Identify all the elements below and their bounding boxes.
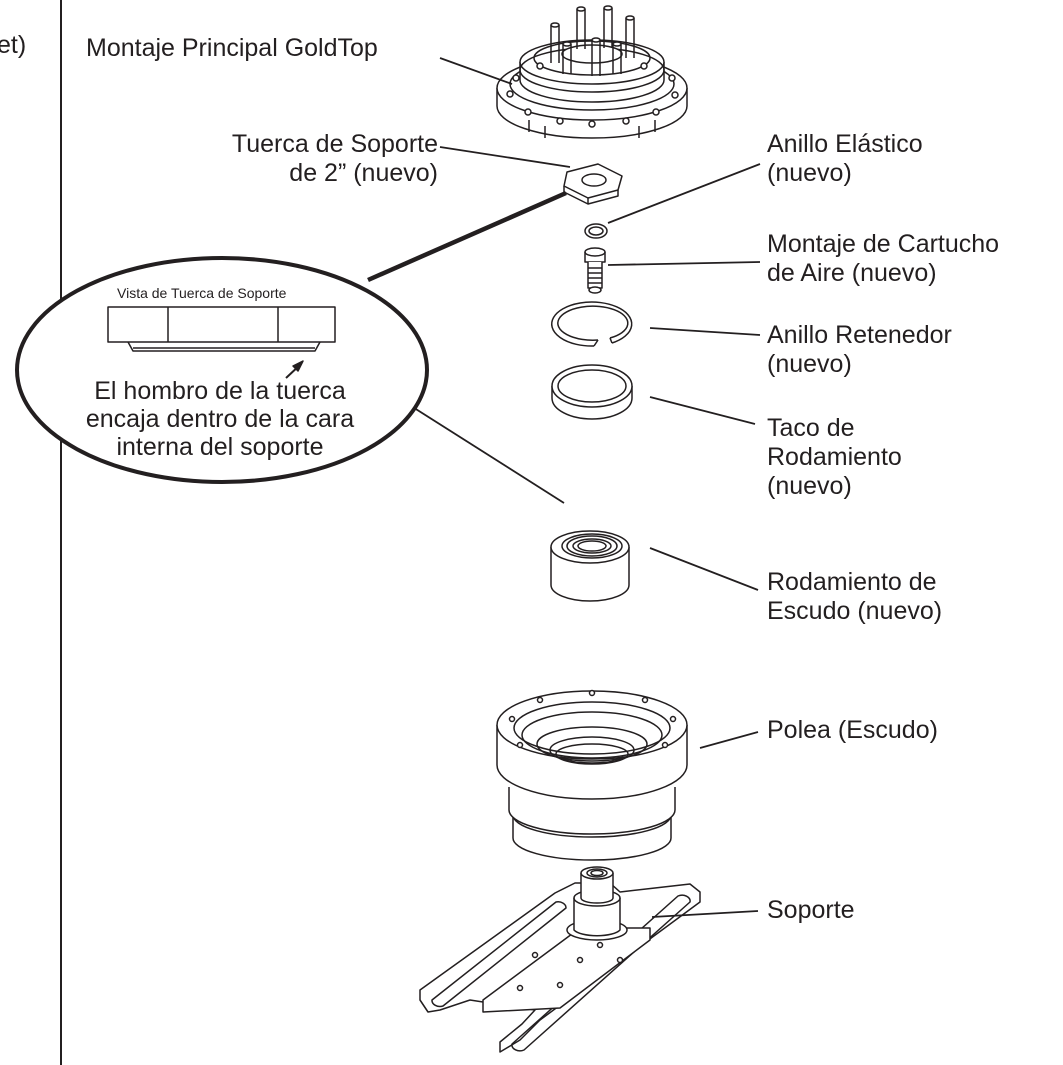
main-assembly-part (496, 5, 688, 139)
bearing-spacer-part (551, 364, 633, 420)
inset-note-line: interna del soporte (116, 433, 324, 461)
inset-pointer-line (367, 190, 567, 283)
support-nut-part (563, 163, 623, 205)
inset-note-line: encaja dentro de la cara (85, 405, 355, 433)
label-line: Anillo Retenedor (767, 321, 952, 349)
pulley-part (496, 689, 688, 861)
snap-ring-part (584, 223, 608, 239)
inset-note-line: El hombro de la tuerca (94, 377, 346, 405)
label-support-nut: Tuerca de Soporte de 2” (nuevo) (150, 130, 438, 188)
label-shield-bearing: Rodamiento de Escudo (nuevo) (767, 568, 942, 626)
retaining-ring-part (551, 301, 633, 347)
label-line: (nuevo) (767, 472, 852, 500)
support-part (419, 866, 701, 1053)
label-line: Anillo Elástico (767, 130, 923, 158)
label-line: Rodamiento (767, 443, 902, 471)
label-line: Montaje de Cartucho (767, 230, 1000, 258)
label-bearing-spacer: Taco de Rodamiento (nuevo) (767, 414, 902, 501)
label-air-cartridge: Montaje de Cartucho de Aire (nuevo) (767, 230, 999, 288)
label-line: de 2” (nuevo) (289, 159, 438, 187)
page-fragment: et) (0, 31, 27, 59)
label-pulley: Polea (Escudo) (767, 716, 938, 744)
label-line: Escudo (nuevo) (767, 597, 943, 625)
inset-title: Vista de Tuerca de Soporte (117, 285, 287, 301)
label-line: de Aire (nuevo) (767, 259, 937, 287)
shield-bearing-part (550, 530, 630, 602)
label-line: Tuerca de Soporte (231, 130, 438, 158)
air-cartridge-part (584, 247, 606, 294)
label-main-assembly: Montaje Principal GoldTop (86, 34, 378, 62)
label-snap-ring: Anillo Elástico (nuevo) (767, 130, 923, 188)
label-retaining-ring: Anillo Retenedor (nuevo) (767, 321, 952, 379)
label-line: (nuevo) (767, 350, 852, 378)
inset-bubble (15, 256, 429, 484)
label-line: Rodamiento de (767, 568, 937, 596)
inset-note: El hombro de la tuerca encaja dentro de … (52, 377, 388, 461)
label-support: Soporte (767, 896, 855, 924)
label-line: (nuevo) (767, 159, 852, 187)
label-line: Taco de (767, 414, 855, 442)
